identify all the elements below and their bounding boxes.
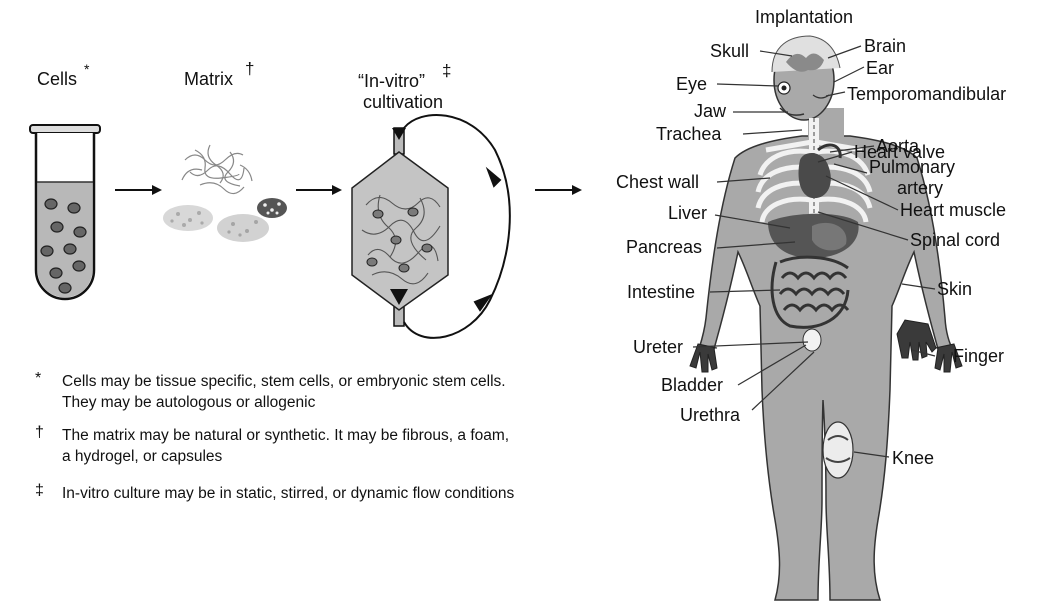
- note-symbol: *: [35, 370, 41, 388]
- cultivation-label: cultivation: [363, 92, 443, 112]
- cells-label: Cells: [37, 69, 77, 89]
- label-pulmonary: Pulmonary: [869, 157, 955, 177]
- label-eye: Eye: [676, 74, 707, 94]
- label-urethra: Urethra: [680, 405, 740, 425]
- label-aorta: Aorta: [876, 136, 919, 156]
- cells-footnote-mark: *: [84, 62, 89, 76]
- matrix-footnote-mark: †: [245, 62, 254, 76]
- label-chest-wall: Chest wall: [616, 172, 699, 192]
- note-symbol: ‡: [35, 482, 44, 500]
- note-symbol: †: [35, 424, 44, 442]
- label-skull: Skull: [710, 41, 749, 61]
- label-ear: Ear: [866, 58, 894, 78]
- note-line: The matrix may be natural or synthetic. …: [62, 425, 652, 446]
- note-item: Cells may be tissue specific, stem cells…: [62, 371, 652, 413]
- bioreactor-icon: [352, 115, 510, 338]
- label-pancreas: Pancreas: [626, 237, 702, 257]
- invitro-footnote-mark: ‡: [442, 64, 451, 78]
- label-intestine: Intestine: [627, 282, 695, 302]
- note-line: In-vitro culture may be in static, stirr…: [62, 483, 652, 504]
- note-line: They may be autologous or allogenic: [62, 392, 652, 413]
- label-knee: Knee: [892, 448, 934, 468]
- label-trachea: Trachea: [656, 124, 721, 144]
- label-liver: Liver: [668, 203, 707, 223]
- label-heart-muscle: Heart muscle: [900, 200, 1006, 220]
- human-body-figure: [690, 36, 962, 600]
- label-bladder: Bladder: [661, 375, 723, 395]
- label-finger: Finger: [953, 346, 1004, 366]
- note-item: The matrix may be natural or synthetic. …: [62, 425, 652, 467]
- note-line: Cells may be tissue specific, stem cells…: [62, 371, 652, 392]
- label-temporomandibular: Temporomandibular: [847, 84, 1006, 104]
- label-brain: Brain: [864, 36, 906, 56]
- invitro-label: “In-vitro”: [358, 71, 425, 91]
- label-jaw: Jaw: [694, 101, 726, 121]
- label-artery: artery: [897, 178, 943, 198]
- implantation-title: Implantation: [755, 7, 853, 27]
- note-item: In-vitro culture may be in static, stirr…: [62, 483, 652, 504]
- matrix-scaffold-icon: [163, 145, 287, 242]
- label-spinal-cord: Spinal cord: [910, 230, 1000, 250]
- label-skin: Skin: [937, 279, 972, 299]
- label-ureter: Ureter: [633, 337, 683, 357]
- matrix-label: Matrix: [184, 69, 233, 89]
- test-tube-icon: [30, 125, 100, 299]
- note-line: a hydrogel, or capsules: [62, 446, 652, 467]
